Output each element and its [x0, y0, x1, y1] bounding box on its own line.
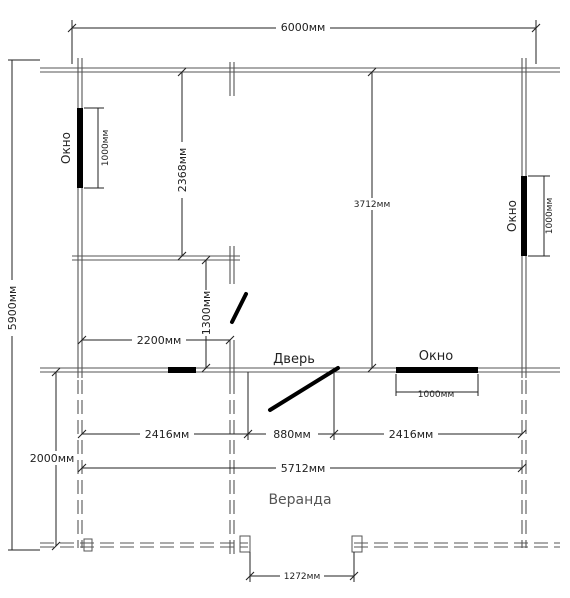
- veranda-post-right: [351, 535, 363, 553]
- dimension-lines: [8, 20, 550, 582]
- dim-total-depth: 5900мм: [6, 286, 19, 331]
- dim-left-room-depth: 2368мм: [176, 148, 189, 193]
- dim-left-span: 2416мм: [145, 428, 190, 441]
- dim-small-room-width: 2200мм: [137, 334, 182, 347]
- veranda-post-mid: [239, 535, 251, 553]
- dim-veranda-depth: 2000мм: [30, 452, 75, 465]
- dim-bottom-window: 1000мм: [418, 390, 454, 400]
- veranda: [40, 380, 560, 560]
- walls: [40, 58, 560, 380]
- dim-door-span: 880мм: [273, 428, 311, 441]
- veranda-post-left: [83, 538, 93, 552]
- dim-total-width: 6000мм: [281, 21, 326, 34]
- door-label: Дверь: [273, 352, 315, 367]
- dim-right-room-depth: 3712мм: [354, 200, 390, 210]
- dim-left-window: 1000мм: [101, 130, 111, 166]
- dim-small-room-depth: 1300мм: [200, 291, 213, 336]
- window-bottom-label: Окно: [419, 349, 454, 364]
- dim-veranda-opening: 1272мм: [284, 572, 320, 582]
- dim-inner-width: 5712мм: [281, 462, 326, 475]
- dim-right-span: 2416мм: [389, 428, 434, 441]
- window-left-label: Окно: [59, 132, 73, 164]
- dim-right-window: 1000мм: [545, 198, 555, 234]
- window-right-label: Окно: [505, 200, 519, 232]
- veranda-label: Веранда: [268, 492, 331, 508]
- main-door: [268, 366, 340, 412]
- inner-door: [230, 292, 248, 324]
